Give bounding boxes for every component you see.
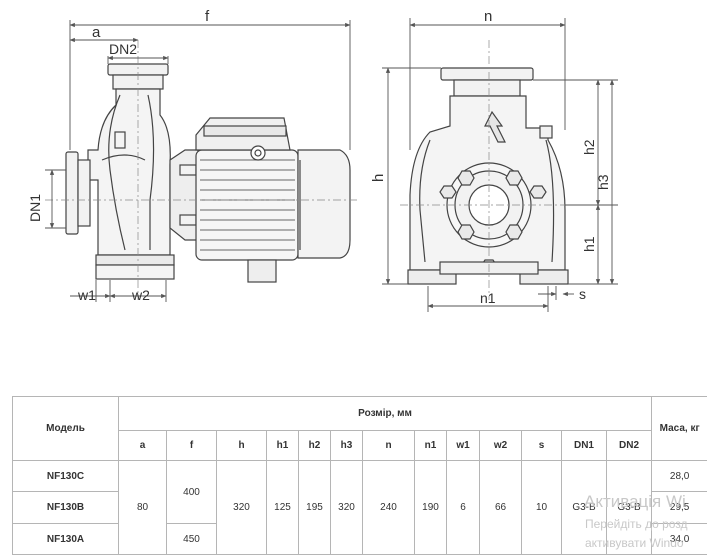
cell-h3: 320 [330, 460, 363, 555]
cell-mass: 28,0 [651, 460, 707, 492]
cell-dn1: G3-B [561, 460, 607, 555]
dim-label-a: a [92, 24, 101, 41]
col-header: DN2 [605, 430, 653, 461]
col-header: DN1 [561, 430, 607, 461]
dim-label-dn1: DN1 [27, 194, 43, 222]
model-header: Модель [12, 396, 119, 461]
dim-label-h: h [370, 174, 387, 182]
col-header: h [216, 430, 267, 461]
cell-h2: 195 [298, 460, 331, 555]
side-view [65, 63, 351, 283]
dim-label-h3: h3 [595, 174, 611, 190]
col-header: n [362, 430, 415, 461]
cell-w2: 66 [479, 460, 522, 555]
dim-label-n1: n1 [480, 290, 496, 306]
side-view-dimensions [45, 20, 351, 302]
col-header: h3 [330, 430, 363, 461]
dim-label-f: f [205, 8, 210, 25]
col-header: h1 [266, 430, 299, 461]
cell-f: 400 [166, 460, 217, 524]
cell-mass: 34,0 [651, 523, 707, 555]
dim-label-w2: w2 [131, 287, 150, 303]
mass-header: Маса, кг [651, 396, 707, 461]
model-cell: NF130C [12, 460, 119, 492]
pump-technical-drawing: f a DN2 DN1 w1 w2 n h h2 h3 h1 n1 s [27, 8, 618, 312]
cell-h: 320 [216, 460, 267, 555]
dim-label-dn2: DN2 [109, 41, 137, 57]
col-header: w1 [446, 430, 480, 461]
cell-dn2: G3-B [605, 460, 653, 555]
cell-mass: 29,5 [651, 491, 707, 524]
col-header: w2 [479, 430, 522, 461]
col-header: s [521, 430, 562, 461]
front-view [407, 67, 569, 285]
model-cell: NF130B [12, 491, 119, 524]
cell-w1: 6 [446, 460, 480, 555]
table-row: NF130C 80 400 320 125 195 320 240 190 6 … [12, 460, 707, 555]
dimension-labels: f a DN2 DN1 w1 w2 n h h2 h3 h1 n1 s [27, 8, 611, 306]
dim-label-h1: h1 [581, 236, 597, 252]
cell-s: 10 [521, 460, 562, 555]
table-row: NF130A 450 34,0 [12, 523, 707, 555]
col-header: a [118, 430, 167, 461]
dim-label-n: n [484, 8, 492, 25]
dim-label-s: s [579, 286, 586, 302]
cell-a: 80 [118, 460, 167, 555]
cell-h1: 125 [266, 460, 299, 555]
dim-label-w1: w1 [77, 287, 96, 303]
col-header: n1 [414, 430, 447, 461]
dim-label-h2: h2 [581, 139, 597, 155]
col-header: h2 [298, 430, 331, 461]
cell-f: 450 [166, 523, 217, 555]
col-header: f [166, 430, 217, 461]
front-view-dimensions [382, 18, 618, 312]
size-header: Розмір, мм [117, 396, 653, 431]
dimensions-table: Модель Розмір, мм Маса, кг a f h h1 h2 h… [12, 396, 707, 555]
cell-n: 240 [362, 460, 415, 555]
cell-n1: 190 [414, 460, 447, 555]
model-cell: NF130A [12, 523, 119, 555]
